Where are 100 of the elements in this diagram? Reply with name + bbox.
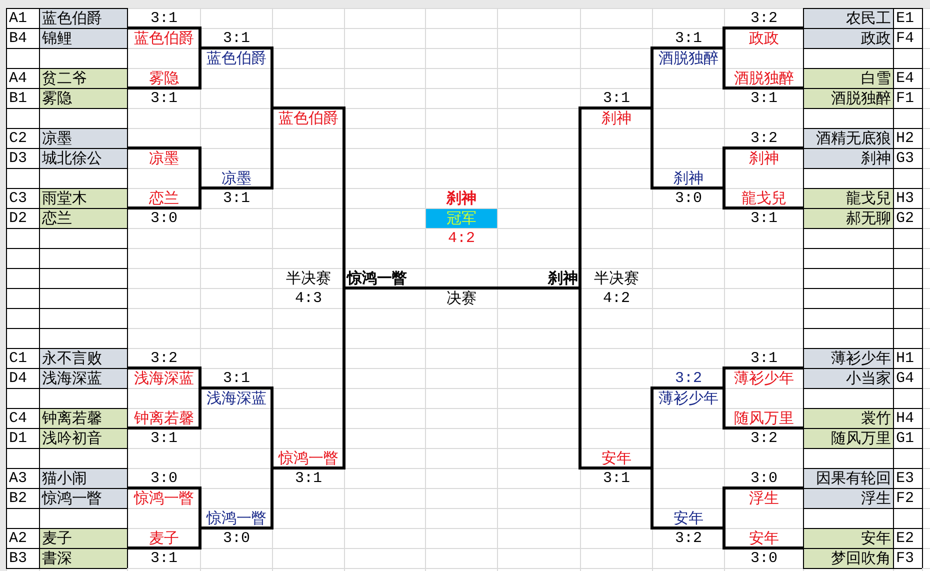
score: 3:2 [149,349,178,368]
seed-code: F1 [895,89,916,108]
score: 4:2 [446,229,476,248]
seed-code: G2 [895,209,916,228]
player-name-cell: 惊鸿一瞥 [40,489,127,508]
player-name-cell: 龍戈兒 [804,189,893,208]
finalist-name: 惊鸿一瞥 [345,269,408,288]
finalist-name: 刹神 [546,269,579,288]
player-name-cell: 浮生 [804,489,893,508]
player-name-cell: 麦子 [40,529,127,548]
score: 3:2 [674,369,703,388]
score: 3:1 [149,89,178,108]
player-name-cell: 雾隐 [40,89,127,108]
player-name-cell: 因果有轮回 [804,469,893,488]
player-name-cell: 薄衫少年 [804,349,893,368]
score: 3:0 [149,469,178,488]
seed-code: D2 [8,209,28,228]
score: 4:3 [294,289,323,308]
player-name-cell: 小当家 [804,369,893,388]
winner-name: 凉墨 [148,149,180,168]
player-name-cell: 安年 [804,529,893,548]
score: 3:1 [222,189,251,208]
score: 3:1 [749,209,778,228]
winner-name: 惊鸿一瞥 [132,489,195,508]
seed-code: D1 [8,429,28,448]
winner-name: 浅海深蓝 [206,389,268,408]
player-name-cell: 郝无聊 [804,209,893,228]
seed-code: H3 [895,189,916,208]
winner-name: 蓝色伯爵 [133,29,195,48]
winner-name: 惊鸿一瞥 [205,509,268,528]
score: 3:1 [674,29,703,48]
seed-code: E1 [895,9,916,28]
winner-name: 薄衫少年 [658,389,720,408]
score: 3:1 [149,429,178,448]
player-name-cell: 城北徐公 [40,149,127,168]
winner-name: 安年 [600,449,632,468]
seed-code: E4 [895,69,916,88]
seed-code: G1 [895,429,916,448]
round-label: 半决赛 [285,269,332,288]
seed-code: C2 [8,129,28,148]
player-name-cell: 恋兰 [40,209,127,228]
score: 3:1 [749,89,778,108]
score: 3:2 [749,9,778,28]
player-name-cell: 梦回吹角 [804,549,893,568]
winner-name: 浮生 [748,489,780,508]
score: 3:2 [674,529,703,548]
winner-name: 酒脱独醉 [658,49,720,68]
seed-code: G3 [895,149,916,168]
player-name-cell: 酒脱独醉 [804,89,893,108]
seed-code: F3 [895,549,916,568]
winner-name: 恋兰 [148,189,180,208]
score: 3:1 [294,469,323,488]
score: 3:2 [749,129,778,148]
seed-code: F2 [895,489,916,508]
player-name-cell: 钟离若馨 [40,409,127,428]
player-name-cell: 刹神 [804,149,893,168]
winner-name: 薄衫少年 [733,369,795,388]
winner-name: 蓝色伯爵 [278,109,340,128]
score: 3:0 [674,189,703,208]
player-name-cell: 凉墨 [40,129,127,148]
seed-code: A4 [8,69,28,88]
player-name-cell: 锦鲤 [40,29,127,48]
winner-name: 政政 [748,29,780,48]
seed-code: B3 [8,549,28,568]
winner-name: 酒脱独醉 [733,69,795,88]
score: 3:0 [749,549,778,568]
seed-code: H2 [895,129,916,148]
winner-name: 浅海深蓝 [133,369,195,388]
seed-code: D4 [8,369,28,388]
score: 3:1 [749,349,778,368]
player-name-cell: 随风万里 [804,429,893,448]
seed-code: H1 [895,349,916,368]
player-name-cell: 白雪 [804,69,893,88]
score: 3:2 [749,429,778,448]
player-name-cell: 蓝色伯爵 [40,9,127,28]
player-name-cell: 永不言败 [40,349,127,368]
seed-code: D3 [8,149,28,168]
seed-code: C4 [8,409,28,428]
score: 3:1 [602,469,631,488]
seed-code: H4 [895,409,916,428]
player-name-cell: 酒精无底狼 [804,129,893,148]
player-name-cell: 裳竹 [804,409,893,428]
champion-banner: 冠军 [426,209,497,228]
seed-code: B1 [8,89,28,108]
player-name-cell: 浅吟初音 [40,429,127,448]
winner-name: 麦子 [148,529,180,548]
winner-name: 安年 [672,509,704,528]
score: 3:1 [149,9,178,28]
seed-code: E2 [895,529,916,548]
score: 3:1 [222,29,251,48]
player-name-cell: 書深 [40,549,127,568]
winner-name: 刹神 [672,169,704,188]
score: 3:0 [222,529,251,548]
winner-name: 安年 [748,529,780,548]
seed-code: A1 [8,9,28,28]
player-name-cell: 雨堂木 [40,189,127,208]
player-name-cell: 浅海深蓝 [40,369,127,388]
seed-code: B2 [8,489,28,508]
seed-code: G4 [895,369,916,388]
seed-code: C1 [8,349,28,368]
